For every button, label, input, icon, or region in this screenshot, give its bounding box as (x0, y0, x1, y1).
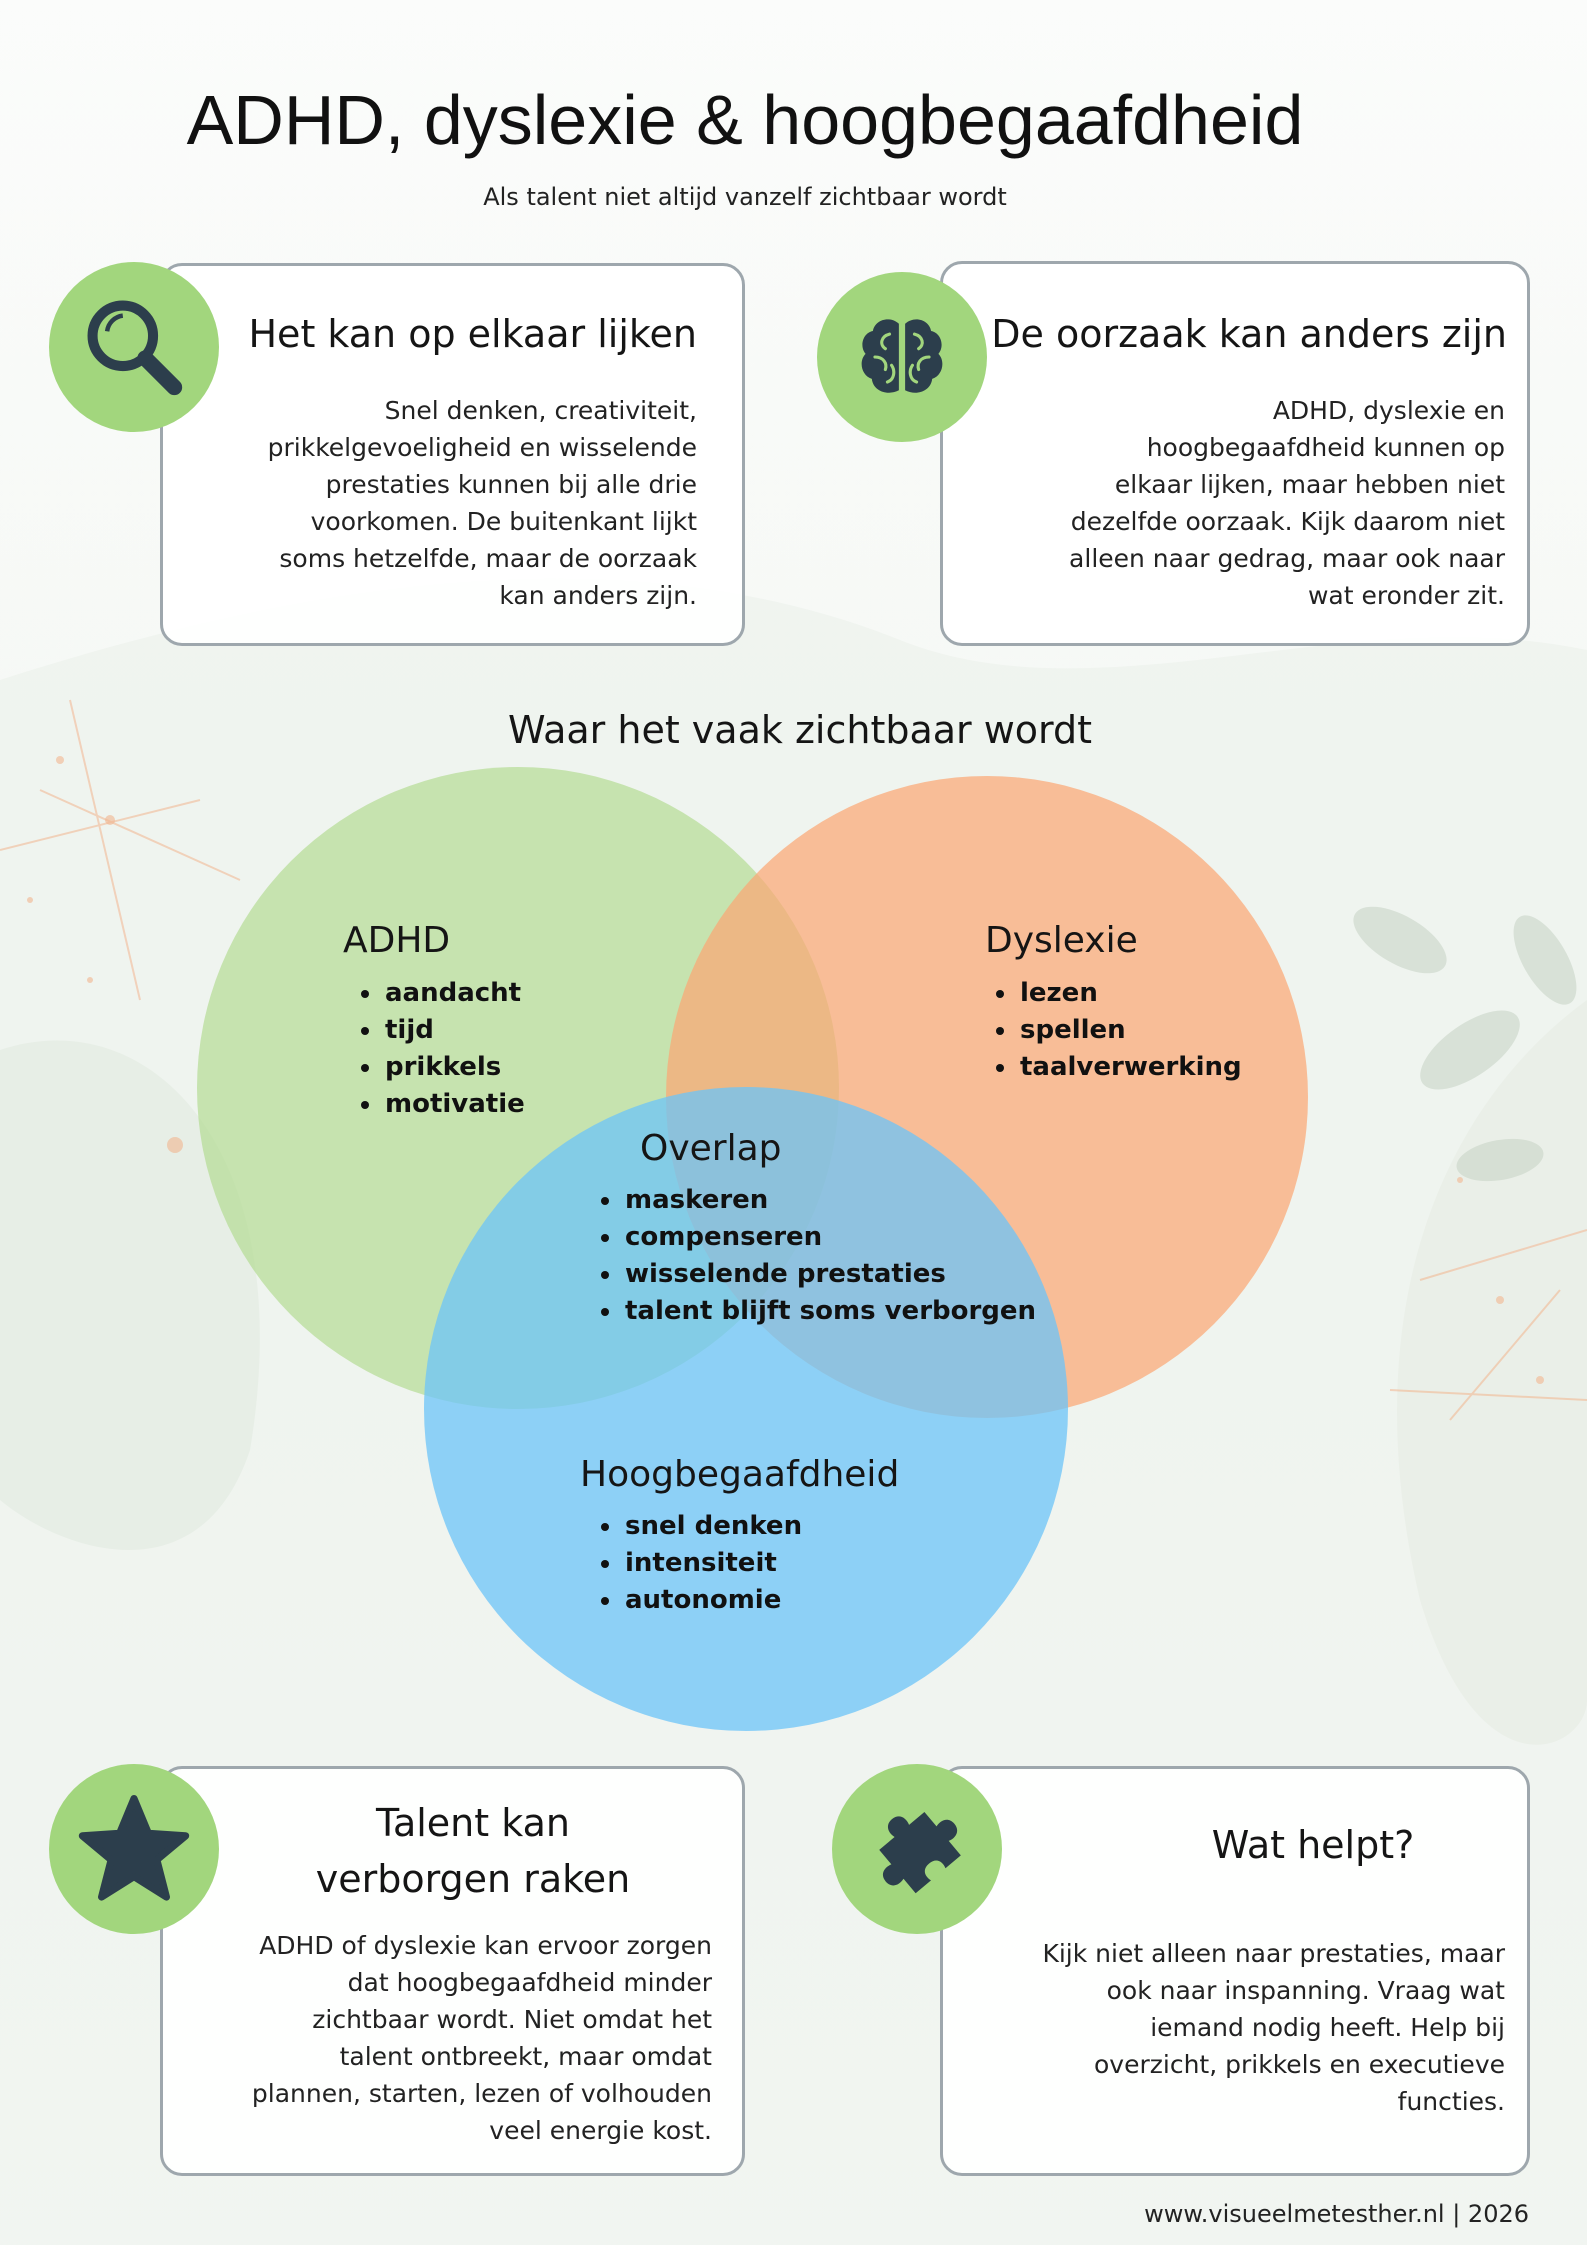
card-talent-text: ADHD of dyslexie kan ervoor zorgen dat h… (251, 1931, 712, 2145)
footer-text: www.visueelmetesther.nl | 2026 (1144, 2200, 1529, 2228)
venn-title: Waar het vaak zichtbaar wordt (507, 708, 1093, 752)
puzzle-icon (879, 1811, 961, 1894)
venn-list-overlap: maskeren compenseren wisselende prestati… (593, 1182, 1036, 1330)
venn-label-overlap: Overlap (640, 1128, 782, 1169)
venn-list-adhd: aandacht tijd prikkels motivatie (353, 975, 525, 1123)
card-helpt-title: Wat helpt? (1211, 1823, 1415, 1867)
list-item: prikkels (383, 1049, 525, 1086)
list-item: maskeren (623, 1182, 1036, 1219)
magnifier-badge (49, 262, 219, 432)
card-oorzaak-text: ADHD, dyslexie en hoogbegaafdheid kunnen… (1069, 396, 1505, 610)
card-talent: Talent kan verborgen raken ADHD of dysle… (160, 1766, 745, 2176)
card-lijken: Het kan op elkaar lijken Snel denken, cr… (160, 263, 745, 646)
card-talent-title: Talent kan verborgen raken (315, 1801, 631, 1901)
brain-badge (817, 272, 987, 442)
magnifier-icon (87, 300, 183, 396)
card-helpt: Wat helpt? Kijk niet alleen naar prestat… (940, 1766, 1530, 2176)
venn-label-dyslexie: Dyslexie (985, 920, 1138, 961)
list-item: talent blijft soms verborgen (623, 1293, 1036, 1330)
list-item: compenseren (623, 1219, 1036, 1256)
venn-label-hoogbegaafdheid: Hoogbegaafdheid (580, 1454, 900, 1495)
list-item: intensiteit (623, 1545, 802, 1582)
card-oorzaak-title: De oorzaak kan anders zijn (991, 312, 1507, 356)
page-subtitle: Als talent niet altijd vanzelf zichtbaar… (483, 183, 1007, 211)
list-item: lezen (1018, 975, 1242, 1012)
list-item: tijd (383, 1012, 525, 1049)
list-item: snel denken (623, 1508, 802, 1545)
list-item: wisselende prestaties (623, 1256, 1036, 1293)
card-lijken-title: Het kan op elkaar lijken (248, 312, 697, 356)
venn-list-hoogbegaafdheid: snel denken intensiteit autonomie (593, 1508, 802, 1619)
list-item: aandacht (383, 975, 525, 1012)
venn-label-adhd: ADHD (343, 920, 451, 961)
list-item: autonomie (623, 1582, 802, 1619)
card-helpt-text: Kijk niet alleen naar prestaties, maar o… (1042, 1939, 1505, 2116)
list-item: spellen (1018, 1012, 1242, 1049)
list-item: taalverwerking (1018, 1049, 1242, 1086)
star-icon (78, 1795, 190, 1901)
venn-list-dyslexie: lezen spellen taalverwerking (988, 975, 1242, 1086)
list-item: motivatie (383, 1086, 525, 1123)
brain-icon (861, 319, 943, 393)
puzzle-badge (832, 1764, 1002, 1934)
page-title: ADHD, dyslexie & hoogbegaafdheid (186, 81, 1304, 159)
card-oorzaak: De oorzaak kan anders zijn ADHD, dyslexi… (940, 261, 1530, 646)
card-lijken-text: Snel denken, creativiteit, prikkelgevoel… (267, 396, 697, 610)
star-badge (49, 1764, 219, 1934)
